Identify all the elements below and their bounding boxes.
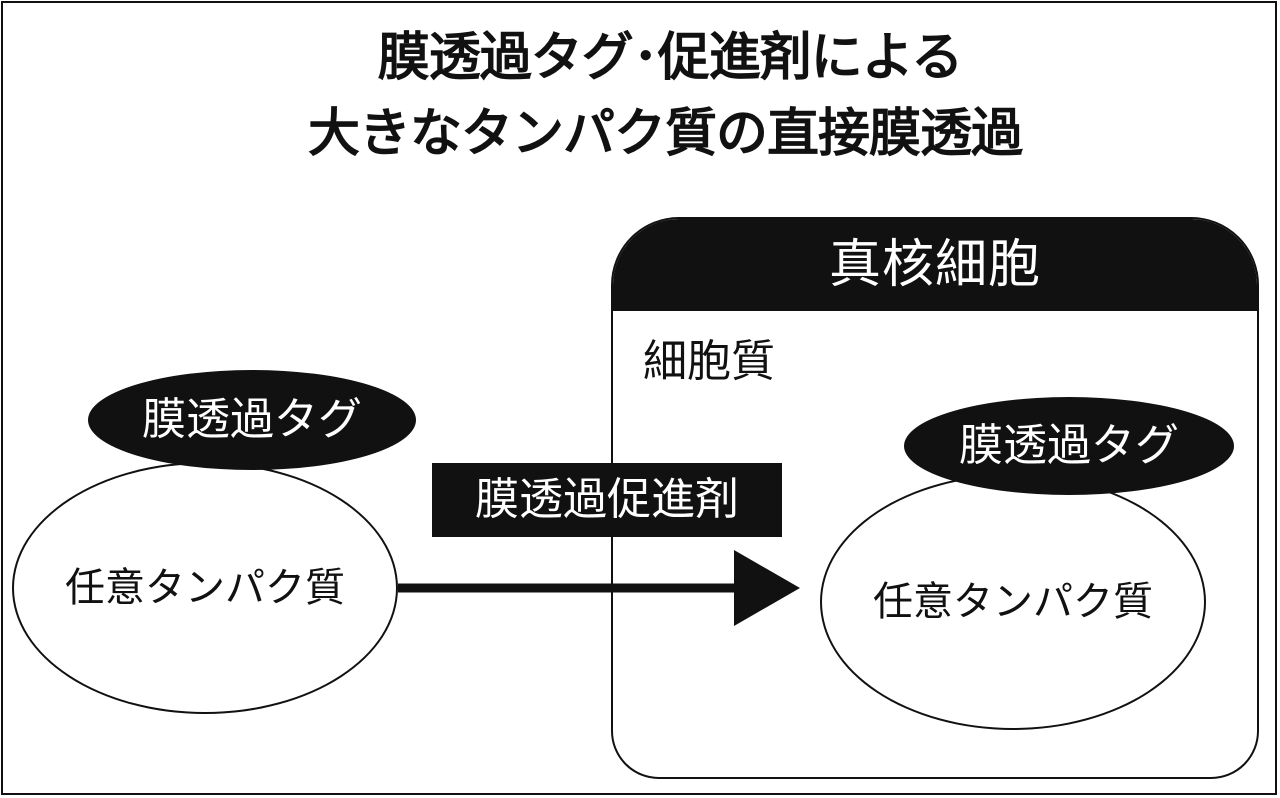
promoter-label: 膜透過促進剤: [475, 474, 739, 525]
title-line-1: 膜透過タグ･促進剤による: [377, 28, 963, 88]
tag-oval-left: 膜透過タグ: [88, 370, 416, 470]
cytoplasm-label: 細胞質: [643, 336, 775, 387]
cell-header: 真核細胞: [613, 219, 1257, 311]
tag-oval-right: 膜透過タグ: [904, 397, 1234, 495]
promoter-label-box: 膜透過促進剤: [432, 463, 782, 537]
tag-label-left: 膜透過タグ: [142, 394, 362, 445]
protein-label-right: 任意タンパク質: [873, 579, 1153, 625]
cell-header-label: 真核細胞: [828, 235, 1041, 295]
title-line-2: 大きなタンパク質の直接膜透過: [307, 104, 1023, 164]
protein-label-left: 任意タンパク質: [65, 565, 345, 611]
tag-label-right: 膜透過タグ: [959, 420, 1179, 471]
protein-oval-left: 任意タンパク質: [12, 462, 398, 714]
protein-oval-right: 任意タンパク質: [820, 474, 1206, 730]
